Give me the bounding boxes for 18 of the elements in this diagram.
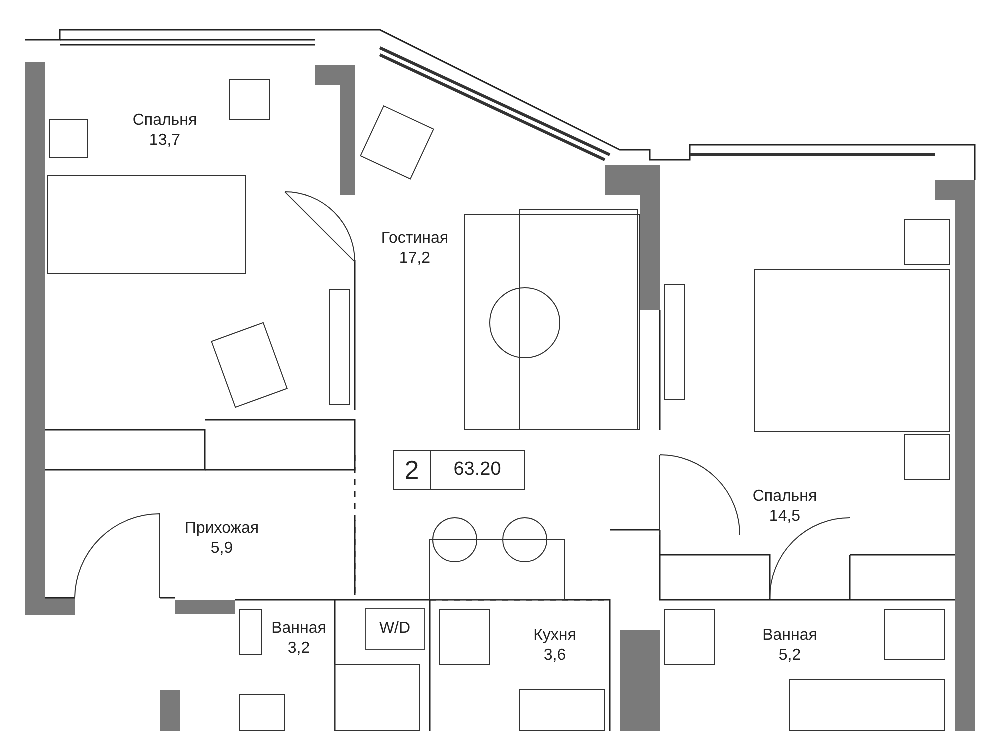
room-count: 2 (394, 451, 431, 489)
apartment-area-box (393, 450, 525, 490)
room-name: Спальня (132, 111, 198, 131)
room-area: 17,2 (399, 249, 431, 269)
room-area: 5,2 (778, 646, 802, 666)
washer-dryer-box: W/D (365, 608, 425, 650)
room-area: 3,2 (288, 639, 310, 659)
room-name: Спальня (752, 487, 818, 507)
room-name: Ванная (762, 626, 818, 646)
room-area: 5,9 (210, 539, 234, 559)
room-name: Ванная (272, 619, 326, 639)
room-area: 13,7 (149, 131, 181, 151)
room-area: 14,5 (769, 507, 801, 527)
total-area: 63.20 (431, 451, 524, 489)
room-area: 3,6 (544, 646, 566, 666)
room-name: Гостиная (381, 229, 449, 249)
room-name: Прихожая (184, 519, 260, 539)
room-name: Кухня (534, 626, 576, 646)
